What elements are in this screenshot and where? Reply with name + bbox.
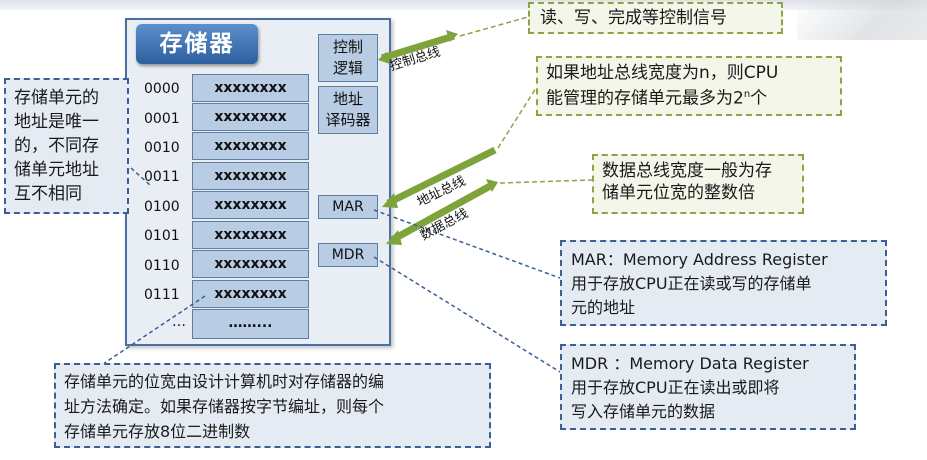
memory-cell: xxxxxxxx [192,250,309,278]
memory-cell: xxxxxxxx [192,280,309,308]
control-bus-arrow-head [446,30,458,42]
memory-cell: xxxxxxxx [192,191,309,219]
note-line: 存储单元存放8位二进制数 [64,422,251,441]
address-bus-note-suffix: 个 [750,88,768,109]
note-line: 储单元地址 [14,160,99,180]
memory-cell: xxxxxxxx [192,103,309,131]
mar-register: MAR [318,195,378,219]
top-bar [0,0,927,10]
memory-cell: ……... [192,309,309,339]
address-label: 0101 [144,228,180,244]
address-bus-note-sup: n [743,89,751,100]
memory-cell: xxxxxxxx [192,162,309,190]
note-line: 用于存放CPU正在读或写的存储单 [571,274,812,293]
memory-title: 存储器 [136,24,258,64]
note-line: 的，不同存 [14,136,99,156]
address-label: 0011 [144,169,180,185]
corner-decoration [797,0,927,40]
note-line: MDR ：Memory Data Register [571,354,809,373]
address-bus-note-line: 如果地址总线宽度为n，则CPU [546,63,779,83]
control-logic-line: 逻辑 [332,59,363,77]
memory-cell: xxxxxxxx [192,74,309,102]
control-logic-box: 控制 逻辑 [318,34,378,82]
address-label: 0111 [144,287,180,303]
data-bus-arrow-head2 [486,179,498,192]
control-signal-text: 读、写、完成等控制信号 [540,8,727,28]
unique-address-note: 存储单元的 地址是唯一 的，不同存 储单元地址 互不相同 [4,78,129,214]
note-line: 用于存放CPU正在读出或即将 [571,378,780,397]
data-bus-note: 数据总线宽度一般为存 储单元位宽的整数倍 [592,154,804,214]
note-line: 存储单元的 [14,88,99,108]
address-decoder-line: 地址 [332,90,363,108]
control-signal-note: 读、写、完成等控制信号 [528,2,783,34]
data-bus-label: 数据总线 [417,206,471,244]
address-label: 0000 [144,81,180,97]
mar-note: MAR：Memory Address Register 用于存放CPU正在读或写… [560,240,887,326]
address-label: 0010 [144,140,180,156]
memory-cell: xxxxxxxx [192,221,309,249]
mdr-register: MDR [318,243,378,267]
note-line: 址方法确定。如果存储器按字节编址，则每个 [64,397,385,416]
address-bus-note: 如果地址总线宽度为n，则CPU 能管理的存储单元最多为2n个 [536,56,842,116]
note-line: 存储单元的位宽由设计计算机时对存储器的编 [64,372,385,391]
address-label: 0001 [144,111,180,127]
data-bus-note-line: 数据总线宽度一般为存 [602,161,772,181]
control-logic-line: 控制 [332,38,363,56]
address-bus-note-text: 能管理的存储单元最多为2 [546,88,744,109]
note-line: 写入存储单元的数据 [571,402,716,421]
note-line: 元的地址 [571,298,636,317]
mdr-note: MDR ：Memory Data Register 用于存放CPU正在读出或即将… [560,344,856,430]
note-line: MAR：Memory Address Register [571,250,828,269]
note-line: 互不相同 [14,184,82,204]
cell-width-note: 存储单元的位宽由设计计算机时对存储器的编 址方法确定。如果存储器按字节编址，则每… [54,363,491,448]
note-line: 地址是唯一 [14,112,99,132]
address-decoder-box: 地址 译码器 [318,86,378,134]
address-bus-note-line2: 能管理的存储单元最多为2n个 [546,84,840,110]
address-label: 0100 [144,199,180,215]
memory-cell: xxxxxxxx [192,132,309,160]
control-bus-label: 控制总线 [388,44,443,75]
address-label: 0110 [144,258,180,274]
data-bus-note-line: 储单元位宽的整数倍 [602,183,755,203]
address-decoder-line: 译码器 [325,111,371,129]
